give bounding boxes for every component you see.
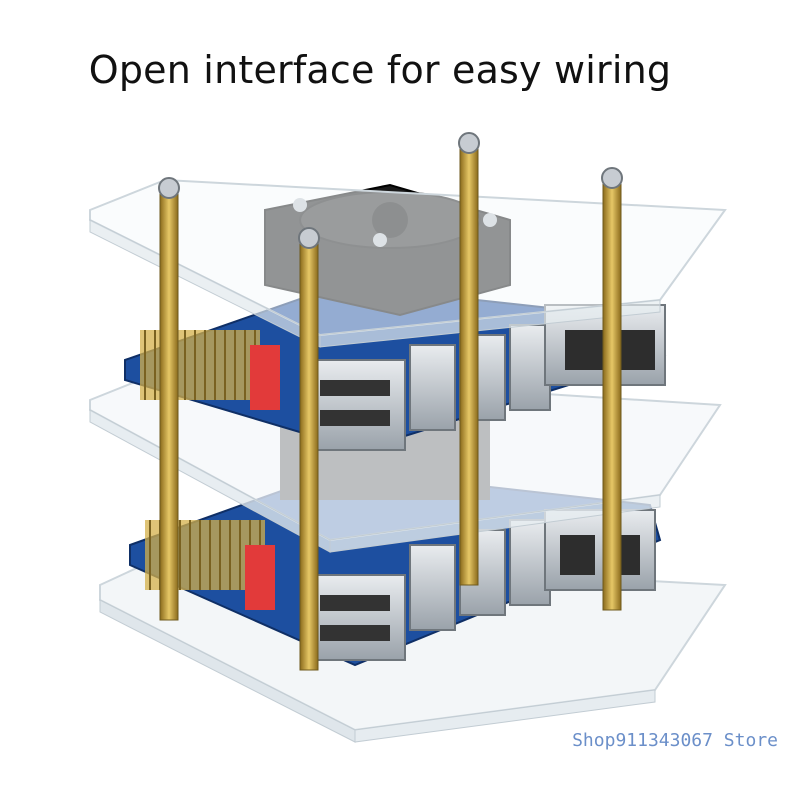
upper-header-pins xyxy=(140,330,260,400)
upper-red-connector xyxy=(250,345,280,410)
store-watermark: Shop911343067 Store xyxy=(572,730,778,751)
acrylic-plate-top xyxy=(89,178,727,348)
headline-text: Open interface for easy wiring xyxy=(88,48,672,92)
standoffs xyxy=(158,132,623,671)
lower-red-connector xyxy=(245,545,275,610)
